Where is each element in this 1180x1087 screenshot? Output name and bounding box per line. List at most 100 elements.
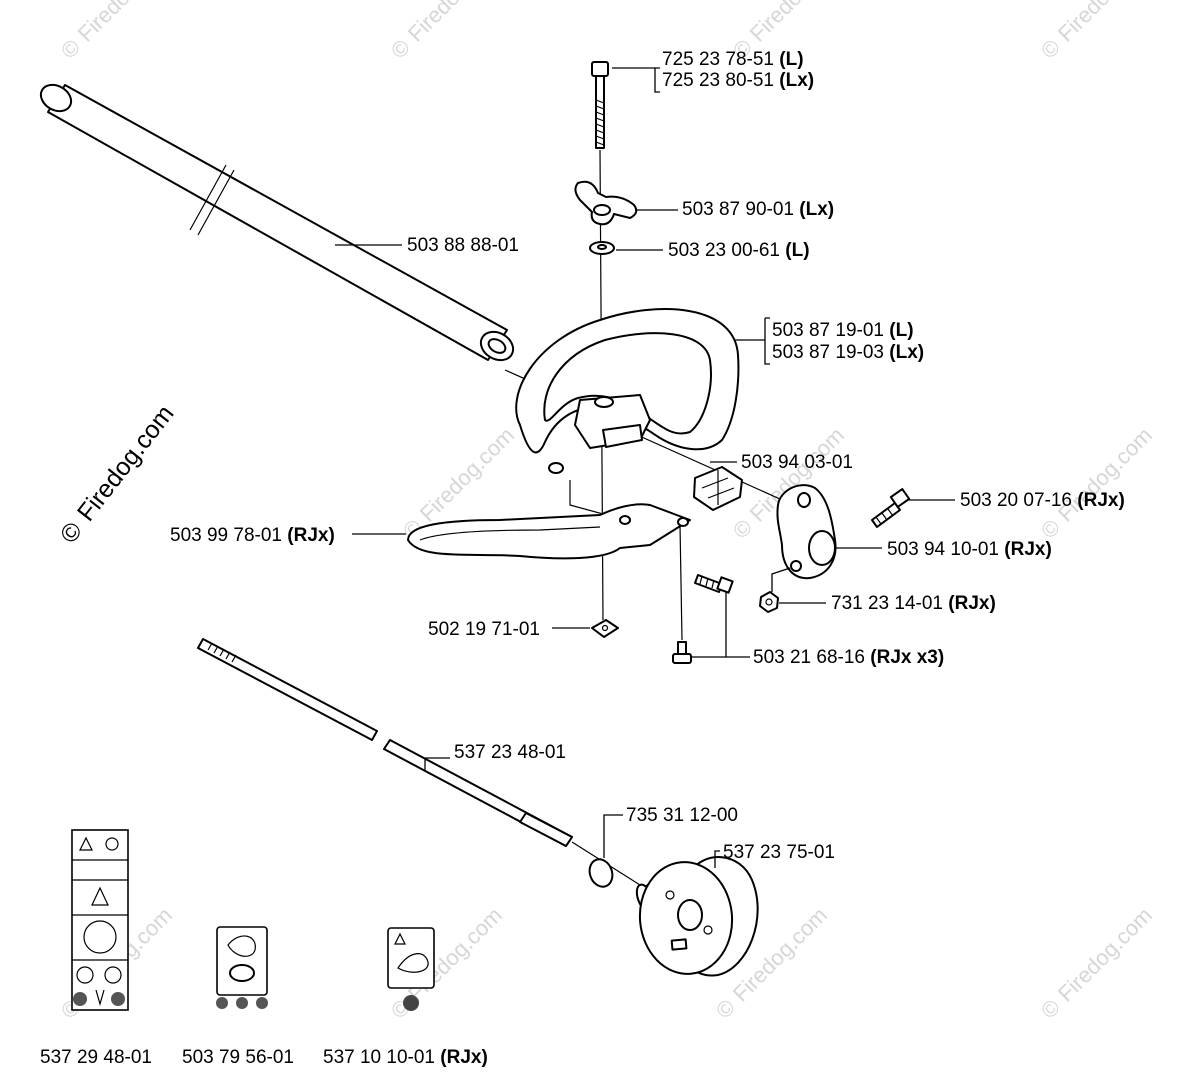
clamp-block	[693, 466, 743, 511]
gear-icon	[111, 992, 125, 1006]
gear-icon	[73, 992, 87, 1006]
nut-axis	[771, 567, 791, 592]
o-ring-part-number: 735 31 12-00	[626, 805, 738, 826]
drive-shaft-upper	[197, 638, 378, 741]
decal-safety	[71, 829, 129, 1011]
screw-part-number: 503 20 07-16 (RJx)	[960, 490, 1125, 511]
clutch-drum-window	[670, 938, 688, 951]
decal-trimmer-sheet	[216, 926, 268, 996]
arrow-down-icon	[95, 989, 105, 1007]
nut	[759, 591, 779, 613]
nut-body	[759, 591, 779, 613]
trimmer-head-icon	[227, 935, 256, 957]
bracket-screws-leader	[692, 592, 750, 658]
square-nut	[591, 619, 619, 638]
prohibited-icon	[236, 997, 248, 1009]
decal-safety-sheet	[71, 829, 129, 1011]
screw-thread	[875, 508, 894, 525]
prohibited-icon	[76, 966, 94, 984]
nut-hole	[765, 598, 773, 606]
trimmer-spool-icon	[229, 964, 255, 982]
watermark: © Firedog.com	[386, 0, 507, 64]
bracket-screw-upper-thread	[699, 575, 715, 589]
handle-bracket-bore	[808, 530, 836, 566]
screw-shank	[871, 502, 901, 528]
square-nut-part-number: 502 19 71-01	[428, 619, 540, 640]
clutch-drum-hole-2	[703, 925, 713, 935]
svg-text:©: ©	[55, 516, 89, 548]
loop-handle-part-number-lx: 503 87 19-03 (Lx)	[772, 342, 924, 363]
square-nut-body	[591, 619, 619, 638]
bolt-head	[591, 61, 609, 77]
wing-nut-part-number: 503 87 90-01 (Lx)	[682, 199, 834, 220]
shaft-tube-part-number: 503 88 88-01	[407, 235, 519, 256]
wing-nut-body	[574, 180, 638, 226]
handle-bracket-nut-seat	[790, 560, 802, 572]
watermark: © Firedog.com	[1036, 902, 1157, 1023]
loop-handle-slot	[602, 424, 643, 448]
clutch-drum-leader	[714, 850, 720, 868]
svg-text:Firedog.com: Firedog.com	[403, 0, 507, 47]
shaft-tube-break-mark	[189, 164, 235, 236]
nut-part-number: 731 23 14-01 (RJx)	[831, 593, 996, 614]
shaft-tube-bore	[487, 338, 507, 354]
helmet-icon	[105, 837, 119, 851]
bracket-screws-part-number: 503 21 68-16 (RJx x3)	[753, 647, 944, 668]
handle-bracket-top-hole	[797, 492, 811, 508]
shaft-tube	[39, 83, 515, 362]
clutch-drum	[635, 856, 759, 977]
decal-harness	[387, 927, 435, 1011]
decal-trimmer	[216, 926, 268, 1009]
drive-shaft-square-end	[519, 812, 573, 847]
screw-axis	[679, 524, 683, 641]
washer-hole	[597, 244, 607, 250]
svg-text:©: ©	[728, 514, 757, 543]
shaft-tube-end-left	[39, 83, 73, 113]
svg-text:Firedog.com: Firedog.com	[73, 0, 177, 47]
bolt-part-number-lx: 725 23 80-51 (Lx)	[662, 70, 814, 91]
watermark: © Firedog.com	[1036, 0, 1157, 64]
clamp-block-ribs	[701, 470, 735, 505]
svg-text:Firedog.com: Firedog.com	[1053, 902, 1157, 1006]
barrier-guard-body	[407, 503, 691, 560]
bracket-screw-lower	[672, 641, 692, 664]
decal-trimmer-part-number: 503 79 56-01	[182, 1047, 294, 1068]
prohibited-icon	[403, 995, 419, 1011]
watermark: © Firedog.com	[56, 0, 177, 64]
loop-handle-part-number-l: 503 87 19-01 (L)	[772, 320, 914, 341]
barrier-guard-hole-1	[619, 515, 631, 525]
prohibited-icon	[216, 997, 228, 1009]
watermark: © Firedog.com	[1036, 422, 1157, 543]
prohibited-icon	[104, 966, 122, 984]
square-nut-hole	[601, 624, 609, 632]
barrier-guard-part-number: 503 99 78-01 (RJx)	[170, 525, 335, 546]
clutch-drum-hole-1	[665, 890, 675, 900]
svg-text:Firedog.com: Firedog.com	[1053, 0, 1157, 47]
drive-shaft	[197, 638, 641, 886]
drive-shaft-spline	[207, 642, 237, 663]
wing-nut	[574, 180, 638, 226]
clamp-block-part-number: 503 94 03-01	[741, 452, 853, 473]
svg-text:©: ©	[386, 34, 415, 63]
clutch-drum-center	[677, 899, 703, 931]
o-ring	[588, 858, 614, 888]
svg-text:Firedog.com: Firedog.com	[745, 0, 849, 47]
warning-triangle-icon	[79, 836, 93, 851]
bracket-screw-upper	[694, 574, 734, 594]
svg-text:©: ©	[56, 34, 85, 63]
warning-triangle-icon	[91, 886, 109, 906]
bolt-part-number-l: 725 23 78-51 (L)	[662, 49, 804, 70]
handle-bracket-part-number: 503 94 10-01 (RJx)	[887, 539, 1052, 560]
loop-handle-hole	[594, 396, 614, 408]
svg-text:Firedog.com: Firedog.com	[72, 400, 180, 527]
bolt-leader	[612, 67, 660, 93]
distance-icon	[83, 920, 117, 954]
bolt-thread	[595, 99, 605, 146]
svg-text:Firedog.com: Firedog.com	[415, 422, 519, 526]
drive-shaft-part-number: 537 23 48-01	[454, 742, 566, 763]
handle-bracket	[776, 484, 837, 580]
barrier-guard-hole-2	[677, 517, 689, 527]
loop-handle-nut	[548, 462, 564, 474]
loop-handle-inner	[543, 332, 712, 435]
bracket-screw-upper-head	[716, 576, 734, 594]
